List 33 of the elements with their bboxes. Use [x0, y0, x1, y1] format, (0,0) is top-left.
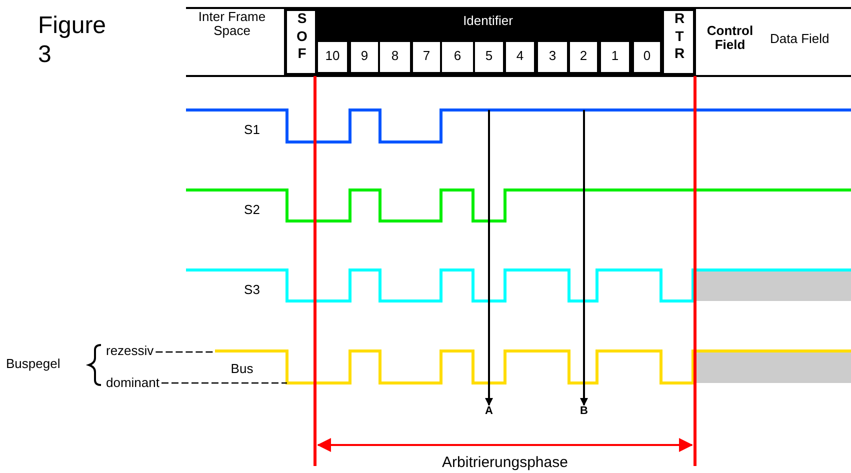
- header-label: 7: [422, 49, 432, 64]
- s1-waveform: [186, 108, 851, 144]
- header-label: Data Field: [769, 32, 830, 46]
- figure-number: Figure 3: [38, 12, 108, 70]
- arrow: [485, 110, 493, 406]
- header-label: 8: [390, 49, 400, 64]
- header-label: Control Field: [706, 24, 754, 53]
- annotation-text: Buspegel: [6, 357, 62, 372]
- header-label: 3: [548, 49, 558, 64]
- leader-line: [156, 351, 215, 353]
- header-label: 9: [360, 49, 370, 64]
- header-label: 1: [610, 49, 620, 64]
- header-label: Inter Frame Space: [197, 10, 267, 39]
- level-label: dominant: [106, 376, 160, 390]
- arrow-label: A: [482, 405, 496, 418]
- arrow-label: B: [577, 405, 591, 418]
- header-label: Identifier: [462, 14, 514, 28]
- signal-name: S1: [243, 123, 261, 138]
- header-label: 0: [642, 49, 652, 64]
- annotation-text: Arbitrierungsphase: [441, 455, 569, 472]
- leader-line: [161, 382, 287, 384]
- header-label: 6: [452, 49, 462, 64]
- header-label: 4: [515, 49, 525, 64]
- level-label: rezessiv: [106, 344, 154, 358]
- header-label: R T R: [673, 10, 686, 62]
- header-label: 2: [578, 49, 588, 64]
- header-label: S O F: [296, 10, 308, 62]
- arrow: [580, 110, 588, 406]
- signal-name: Bus: [230, 362, 254, 376]
- signal-name: S3: [243, 283, 261, 298]
- header-label: 10: [324, 49, 341, 64]
- signal-name: S2: [243, 203, 261, 218]
- header-label: 5: [484, 49, 494, 64]
